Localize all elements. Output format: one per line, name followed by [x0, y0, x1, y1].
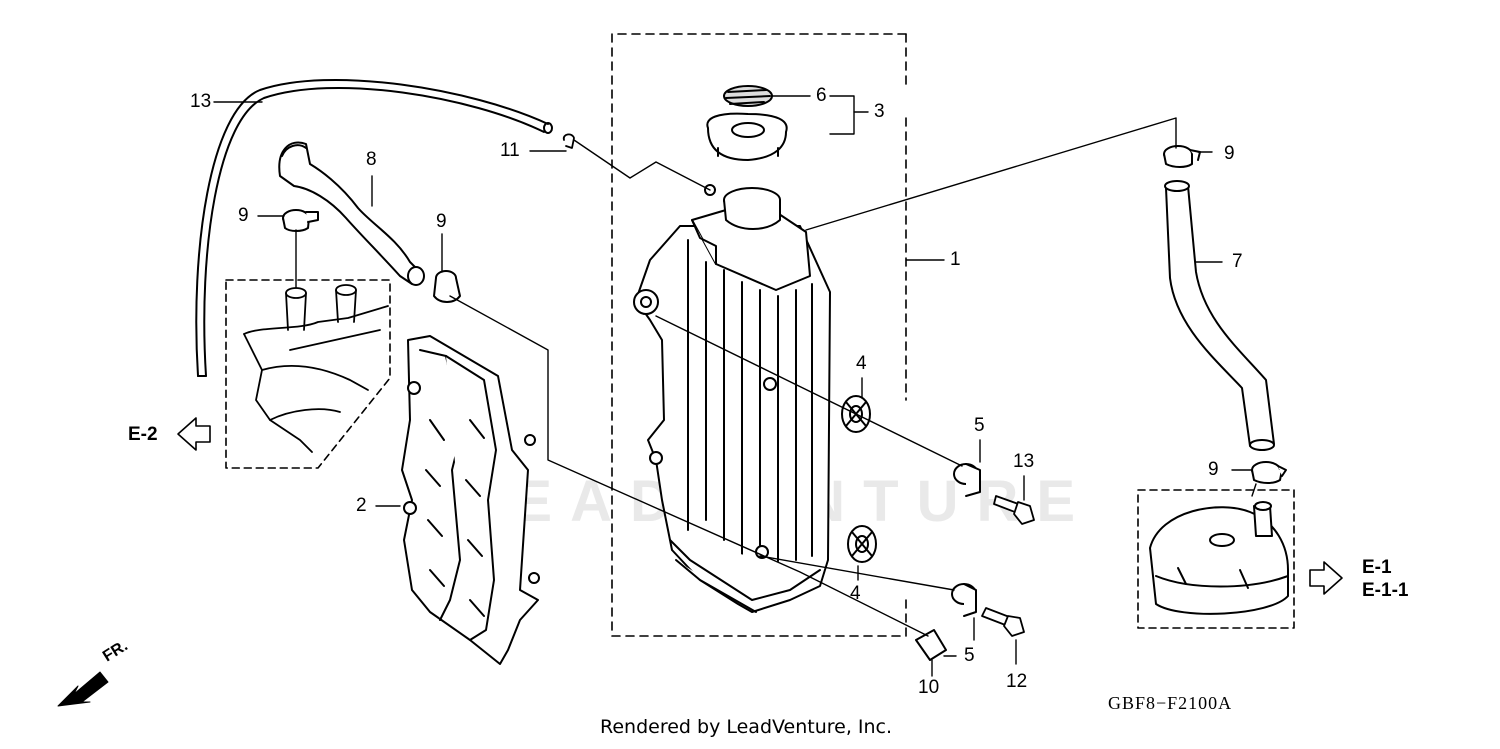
radiator-louver-guard — [401, 335, 540, 665]
credit-line: Rendered by LeadVenture, Inc. — [600, 716, 893, 738]
arrow-e1-icon — [1309, 561, 1343, 595]
rubber-grommets — [841, 395, 877, 563]
hose-clamp-upper-mid — [433, 270, 461, 303]
reference-e1: E-1 — [1362, 557, 1392, 578]
callout-11: 11 — [500, 140, 520, 161]
callout-1: 1 — [950, 249, 961, 270]
hose-clamp-upper-left — [282, 209, 319, 232]
cylinder-head — [1149, 501, 1289, 615]
callout-4-lower: 4 — [850, 583, 861, 604]
hose-clamp-right-top — [1163, 145, 1201, 168]
callout-9-right-top: 9 — [1224, 143, 1235, 164]
mounting-bolts — [981, 495, 1035, 637]
callout-3: 3 — [874, 101, 885, 122]
engine-inlet-pipes — [243, 284, 389, 453]
callout-5-lower: 5 — [964, 645, 975, 666]
mounting-band — [915, 629, 947, 661]
callout-6: 6 — [816, 85, 827, 106]
callout-5-upper: 5 — [974, 415, 985, 436]
engine-inlet-detail-box — [225, 279, 391, 469]
callout-9-upper-mid: 9 — [436, 211, 447, 232]
breather-tube — [195, 78, 549, 377]
hose-clip — [562, 133, 575, 149]
callout-2: 2 — [356, 495, 367, 516]
radiator-cap — [706, 85, 788, 161]
callout-13-upper: 13 — [1013, 451, 1035, 472]
hose-clamp-right-bottom — [1251, 461, 1287, 484]
metal-collars — [951, 463, 981, 617]
callout-9-upper-left: 9 — [238, 205, 249, 226]
callout-4-upper: 4 — [856, 353, 867, 374]
callout-12: 13 — [190, 91, 212, 112]
callout-13-lower: 12 — [1006, 671, 1028, 692]
diagram-code: GBF8−F2100A — [1108, 693, 1233, 713]
callout-8: 8 — [366, 149, 377, 170]
lower-hose — [1165, 185, 1275, 447]
cylinder-head-detail-box — [1137, 489, 1295, 629]
callout-7: 7 — [1232, 251, 1243, 272]
callout-10: 10 — [918, 677, 940, 698]
reference-e2: E-2 — [128, 424, 158, 445]
reference-e1-1: E-1-1 — [1362, 580, 1409, 601]
arrow-e2-icon — [177, 417, 211, 451]
leader-lines — [213, 95, 1257, 677]
callout-9-right-bottom: 9 — [1208, 459, 1219, 480]
radiator-core — [633, 184, 831, 613]
front-direction-arrow-icon — [57, 671, 109, 707]
upper-hose — [278, 141, 421, 285]
radiator-assembly-bracket — [611, 33, 907, 637]
